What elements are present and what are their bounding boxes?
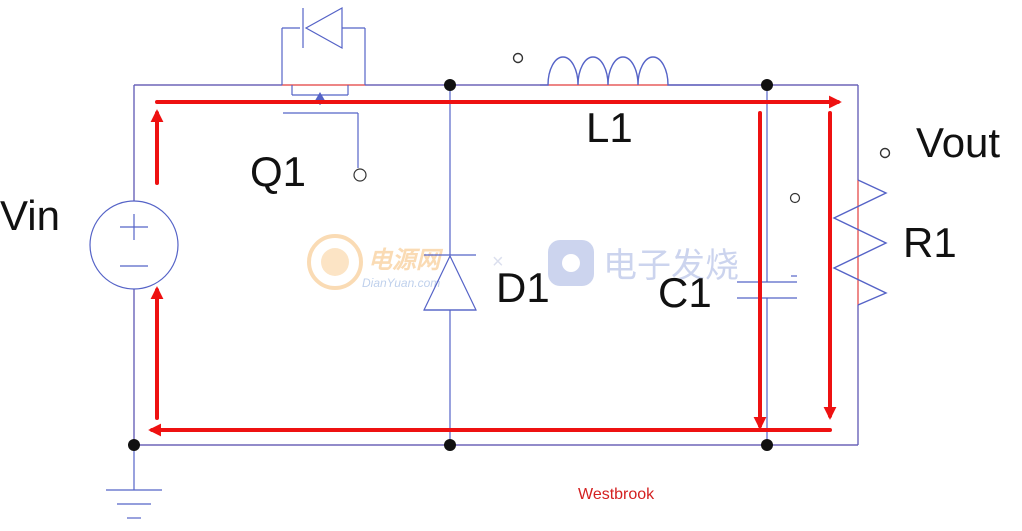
r1-label: R1 bbox=[903, 219, 957, 266]
l1-inductor bbox=[512, 52, 720, 86]
watermark-dianyuan: 电源网 DianYuan.com bbox=[307, 234, 444, 290]
vout-label: Vout bbox=[916, 119, 1000, 166]
node-bottom-d1 bbox=[444, 439, 456, 451]
author-credit: Westbrook bbox=[578, 486, 655, 503]
node-bottom-left bbox=[128, 439, 140, 451]
svg-text:×: × bbox=[492, 251, 504, 273]
vin-label: Vin bbox=[0, 192, 60, 239]
d1-diode bbox=[423, 254, 477, 311]
ground-symbol bbox=[106, 489, 162, 519]
c1-label: C1 bbox=[658, 269, 712, 316]
node-top-c1 bbox=[761, 79, 773, 91]
node-top-d1 bbox=[444, 79, 456, 91]
d1-label: D1 bbox=[496, 264, 550, 311]
current-flow-arrows bbox=[148, 95, 842, 437]
watermark-elecfans-cn: 电子发烧 bbox=[603, 247, 739, 285]
junction-nodes bbox=[128, 79, 773, 451]
watermark-elecfans: × 电子发烧 bbox=[492, 240, 739, 286]
vin-source bbox=[89, 200, 179, 290]
circuit-wires bbox=[133, 84, 859, 490]
watermark-dianyuan-cn: 电源网 bbox=[368, 247, 444, 274]
l1-label: L1 bbox=[586, 104, 633, 151]
q1-label: Q1 bbox=[250, 148, 306, 195]
r1-resistor bbox=[832, 147, 891, 306]
node-bottom-c1 bbox=[761, 439, 773, 451]
c1-capacitor bbox=[737, 192, 801, 299]
watermark-dianyuan-en: DianYuan.com bbox=[362, 276, 440, 290]
